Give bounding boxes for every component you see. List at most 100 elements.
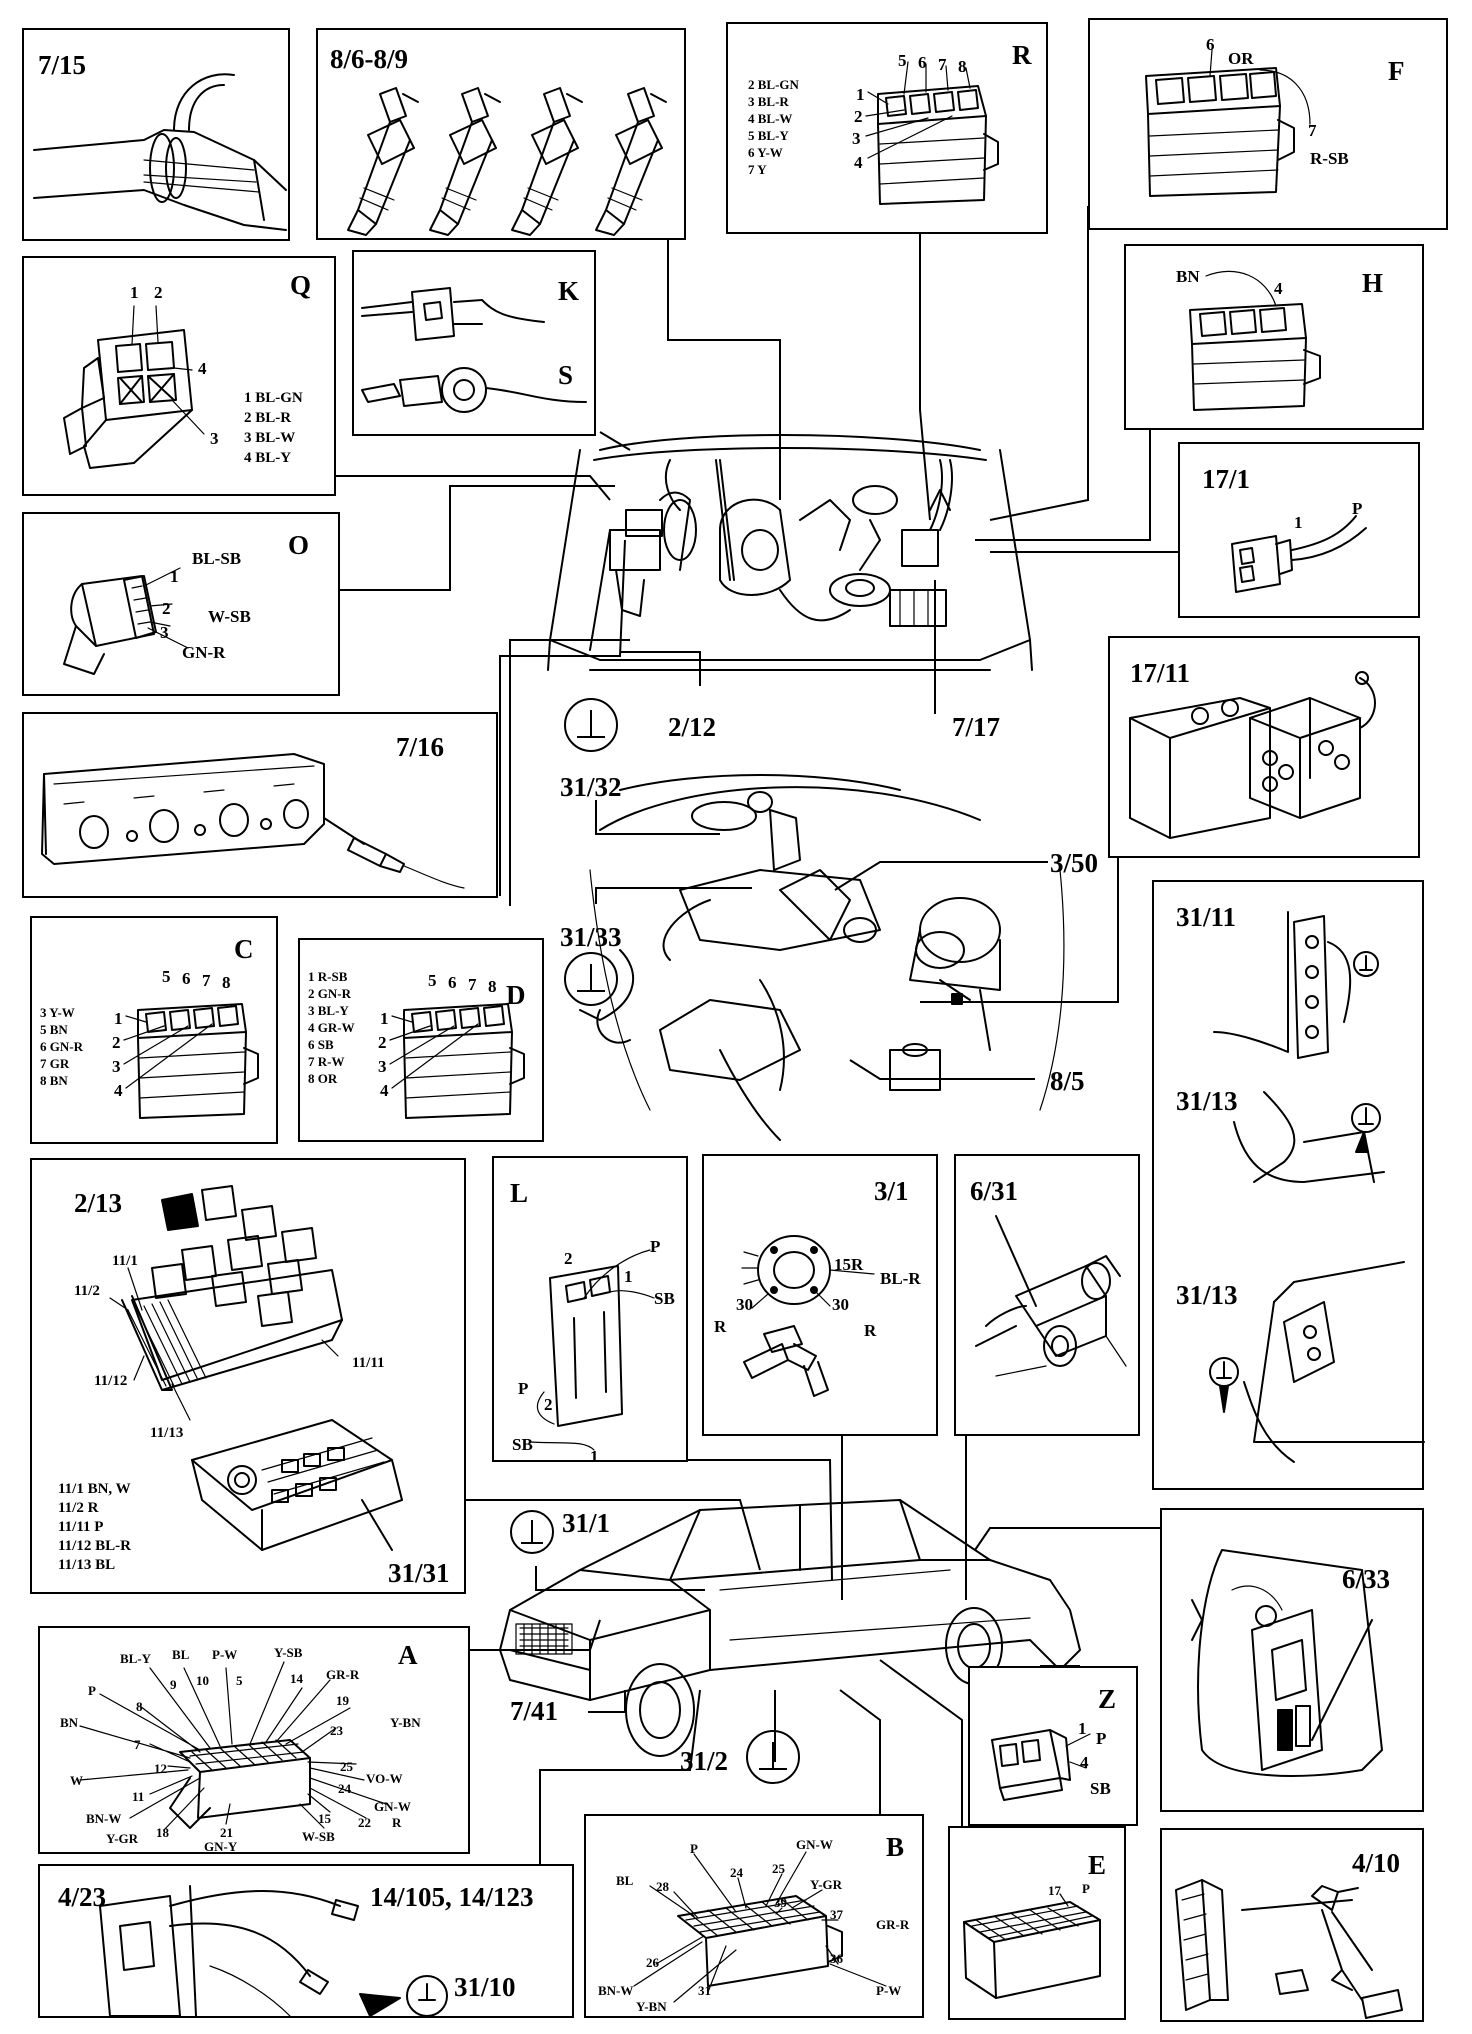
pin-label: 3 (852, 129, 861, 148)
panel-4-10: 4/10 (1160, 1828, 1424, 2022)
pin-8: 8 (136, 1699, 143, 1714)
sensors-illustration (361, 287, 587, 413)
connector-q-illustration (63, 305, 205, 469)
wire-gn-w: GN-W (796, 1837, 833, 1852)
pedal-switch-illustration (1175, 1879, 1403, 2019)
pin-label: 6 (182, 969, 191, 988)
wire-sb: SB (1090, 1779, 1111, 1798)
engine-bay-view: 2/12 7/17 (530, 420, 1050, 741)
connector-e-illustration (963, 1893, 1101, 1999)
wire-bn: BN (60, 1715, 79, 1730)
pin-label: 5 (162, 967, 171, 986)
pin-label: 1 (114, 1009, 123, 1028)
callout-11-13: 11/13 (150, 1425, 184, 1441)
panel-4-10-label: 4/10 (1352, 1848, 1401, 1878)
panel-7-16: 7/16 (22, 712, 498, 898)
pin-21: 21 (220, 1825, 233, 1840)
pin-label: 7 (938, 55, 947, 74)
panel-6-31-label: 6/31 (970, 1176, 1019, 1206)
pin-1: 1 (624, 1267, 633, 1286)
connector-f-illustration (1145, 49, 1311, 197)
wire-bn-w: BN-W (86, 1811, 122, 1826)
pin-37: 37 (830, 1907, 843, 1922)
panel-a-label: A (398, 1640, 418, 1670)
panel-7-15-label: 7/15 (38, 50, 87, 80)
wire-p: P (650, 1237, 661, 1256)
panel-d-label: D (506, 980, 526, 1010)
wire-bl-y: BL-Y (120, 1651, 152, 1666)
injectors-illustration (347, 87, 667, 236)
panel-connector-h: H BN 4 (1124, 244, 1424, 430)
pin-18: 18 (156, 1825, 169, 1840)
connector-a-illustration (79, 1661, 387, 1831)
wire-sb: SB (654, 1289, 675, 1308)
connector-z-illustration (991, 1729, 1091, 1801)
connector-17-1-illustration (1231, 515, 1367, 593)
pin-label: 7 (202, 971, 211, 990)
label-31-32: 31/32 (560, 772, 622, 802)
label-31-13: 31/13 (1176, 1086, 1238, 1116)
ground-symbol-icon (510, 1510, 554, 1554)
pin-2: 2 (162, 599, 171, 618)
wire-p-w: P-W (876, 1983, 902, 1998)
wire-y-gr: Y-GR (810, 1877, 843, 1892)
panel-14-105-label: 14/105, 14/123 (370, 1882, 534, 1912)
label-3-50: 3/50 (1050, 848, 1099, 878)
panel-connector-z: Z 1 P 4 SB (968, 1666, 1138, 1826)
connector-l-illustration (529, 1249, 655, 1451)
pin-label: 1 (130, 283, 139, 302)
pin-1: 1 (1078, 1719, 1087, 1738)
pin-label: 1 (380, 1009, 389, 1028)
wire-gr-r: GR-R (876, 1917, 910, 1932)
panel-connector-e: E 17 P (948, 1826, 1126, 2020)
connector-d-illustration (389, 1003, 525, 1119)
pin-1: 1 (590, 1447, 599, 1466)
pin-label: 2 (378, 1033, 387, 1052)
panel-ground-points: 31/11 31/13 31/13 (1152, 880, 1425, 1490)
panel-s-label: S (558, 360, 574, 390)
wire-bn: BN (1176, 267, 1200, 286)
pin-label: 8 (488, 977, 497, 996)
panel-connector-o: O BL-SB 1 2 W-SB 3 GN-R (22, 512, 340, 696)
wire-p: P (690, 1841, 698, 1856)
pin-1: 1 (170, 567, 179, 586)
pin-label: 4 (854, 153, 863, 172)
terminal-30: 30 (832, 1295, 849, 1314)
car-illustration (499, 1499, 1081, 1757)
wire-r: R (714, 1317, 727, 1336)
label-31-33: 31/33 (560, 922, 622, 952)
panel-q-label: Q (290, 270, 312, 300)
wire-w: W (70, 1773, 83, 1788)
engine-bay-illustration (547, 434, 1033, 671)
panel-b-label: B (886, 1832, 905, 1862)
panel-31-10-label: 31/10 (454, 1972, 516, 2002)
pin-label: 6 (918, 53, 927, 72)
panel-6-31: 6/31 (954, 1154, 1140, 1436)
pin-4: 4 (1080, 1753, 1089, 1772)
panel-17-1-label: 17/1 (1202, 464, 1251, 494)
callout-11-12: 11/12 (94, 1373, 128, 1389)
label-7-41: 7/41 (510, 1696, 559, 1726)
panel-3-1: 3/1 15R BL-R 30 R 30 R (702, 1154, 938, 1436)
wire-p: P (518, 1379, 529, 1398)
car-view: 31/1 7/41 31/2 (470, 1470, 1120, 1800)
wire-p: P (1352, 499, 1363, 518)
pin-6: 6 (1206, 35, 1215, 54)
label-7-17: 7/17 (952, 712, 1001, 742)
pin-3: 3 (160, 623, 169, 642)
label-31-13-b: 31/13 (1176, 1280, 1238, 1310)
pin-14: 14 (290, 1671, 303, 1686)
ground-symbol-icon (564, 952, 618, 1006)
pin-label: 7 (468, 975, 477, 994)
panel-connector-b: B P GN-W 24 25 BL 28 Y-GR 39 37 GR-R 26 … (584, 1814, 924, 2018)
pin-22: 22 (358, 1815, 371, 1830)
pin-label: 8 (222, 973, 231, 992)
label-31-2: 31/2 (680, 1746, 729, 1776)
pin-5: 5 (236, 1673, 243, 1688)
